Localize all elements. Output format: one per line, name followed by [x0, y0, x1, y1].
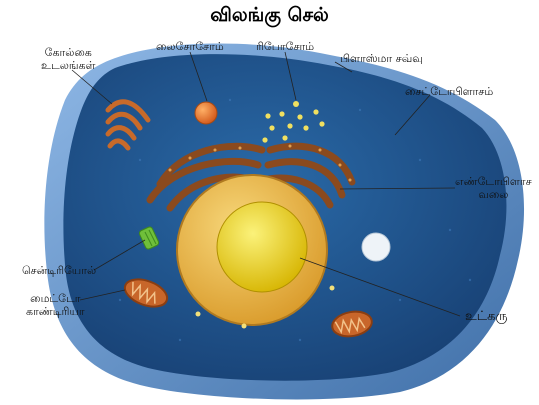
label-golgi: கோல்கை உடலங்கள்	[41, 46, 95, 72]
label-centriole: சென்டிரியோல்	[22, 264, 96, 277]
label-ribosome: ரிபோசோம்	[256, 40, 314, 53]
label-golgi-line2: உடலங்கள்	[41, 59, 95, 72]
label-nucleus: உட்கரு	[465, 310, 508, 323]
label-er-line2: வலை	[455, 188, 532, 201]
vacuole-shape	[362, 233, 390, 261]
label-mito-line1: மைட்டோ	[26, 292, 85, 305]
label-mitochondria: மைட்டோ காண்டிரியா	[26, 292, 85, 318]
label-golgi-line1: கோல்கை	[41, 46, 95, 59]
diagram-title: விலங்கு செல்	[0, 4, 539, 29]
label-plasma-membrane: பிளாஸ்மா சவ்வு	[340, 52, 423, 65]
nucleolus	[217, 202, 307, 292]
label-cytoplasm: சைட்டோபிளாசம்	[405, 85, 493, 98]
lysosome-shape	[195, 102, 217, 124]
label-mito-line2: காண்டிரியா	[26, 305, 85, 318]
label-lysosome: லைசோசோம்	[156, 40, 224, 53]
label-er: எண்டோபிளாச வலை	[455, 175, 532, 201]
label-er-line1: எண்டோபிளாச	[455, 175, 532, 188]
